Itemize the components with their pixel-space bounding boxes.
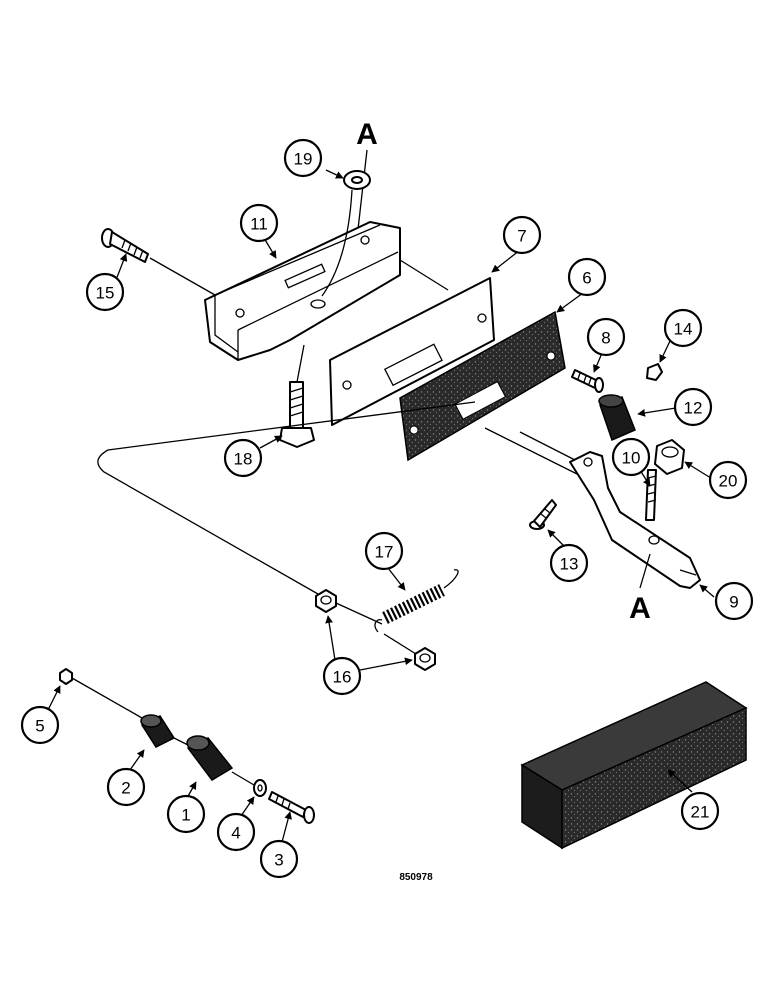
svg-text:15: 15 xyxy=(96,284,115,303)
assembly-line-1 xyxy=(484,427,586,479)
svg-text:17: 17 xyxy=(375,543,394,562)
plate-line-7 xyxy=(399,259,449,291)
part-3-bolt xyxy=(268,791,315,824)
part-21-bar xyxy=(520,681,748,850)
callout-8: 8 xyxy=(586,317,626,357)
callout-18: 18 xyxy=(223,438,263,478)
callout-5: 5 xyxy=(20,705,60,745)
roller-line-1 xyxy=(71,677,143,719)
part-16-nut-lower xyxy=(414,647,436,671)
bolt-15-line xyxy=(149,257,216,296)
part-12-spacer xyxy=(598,394,636,442)
callout-leaders xyxy=(47,169,715,843)
part-4-washer xyxy=(253,779,267,797)
svg-text:4: 4 xyxy=(231,824,240,843)
svg-text:5: 5 xyxy=(35,717,44,736)
callout-21: 21 xyxy=(680,791,720,831)
part-18-bolt xyxy=(279,381,315,448)
part-5-nut xyxy=(59,668,73,685)
assembly-line-3 xyxy=(97,401,476,599)
svg-text:20: 20 xyxy=(719,472,738,491)
svg-text:10: 10 xyxy=(622,449,641,468)
bolt-18-line xyxy=(296,344,305,383)
part-20-nut xyxy=(654,439,685,475)
part-11-bracket xyxy=(204,221,401,361)
callout-1: 1 xyxy=(166,794,206,834)
svg-text:1: 1 xyxy=(181,806,190,825)
part-8-screw xyxy=(571,369,604,393)
svg-text:16: 16 xyxy=(333,668,352,687)
spring-line-right xyxy=(383,633,417,655)
callout-2: 2 xyxy=(106,767,146,807)
callout-19: 19 xyxy=(283,138,323,178)
callout-13: 13 xyxy=(549,543,589,583)
section-mark-a-bottom: A xyxy=(629,592,651,625)
svg-text:9: 9 xyxy=(729,593,738,612)
callout-11: 11 xyxy=(239,203,279,243)
callout-3: 3 xyxy=(259,839,299,879)
svg-text:12: 12 xyxy=(684,399,703,418)
part-7-plate xyxy=(329,277,495,426)
callout-20: 20 xyxy=(708,460,748,500)
svg-text:21: 21 xyxy=(691,803,710,822)
assembly-line-2 xyxy=(519,431,576,461)
callout-14: 14 xyxy=(663,308,703,348)
part-9-bracket xyxy=(569,451,701,589)
roller-line-3 xyxy=(231,771,255,786)
callout-17: 17 xyxy=(364,531,404,571)
callout-15: 15 xyxy=(85,272,125,312)
callout-12: 12 xyxy=(673,387,713,427)
part-13-screw xyxy=(529,499,557,530)
part-14-nut xyxy=(646,363,663,381)
spring-line-left xyxy=(335,602,383,625)
svg-text:13: 13 xyxy=(560,555,579,574)
part-1-roller xyxy=(186,735,234,781)
callout-10: 10 xyxy=(611,437,651,477)
svg-text:18: 18 xyxy=(234,450,253,469)
part-19-washer xyxy=(343,170,371,190)
svg-text:6: 6 xyxy=(582,269,591,288)
wire-19 xyxy=(321,189,353,297)
svg-text:3: 3 xyxy=(274,851,283,870)
callout-9: 9 xyxy=(714,581,754,621)
part-10-stud xyxy=(645,469,657,521)
callout-6: 6 xyxy=(567,257,607,297)
svg-text:11: 11 xyxy=(250,215,268,234)
section-mark-a-top: A xyxy=(356,118,378,151)
svg-text:2: 2 xyxy=(121,779,130,798)
callout-16: 16 xyxy=(322,656,362,696)
svg-text:7: 7 xyxy=(517,227,526,246)
svg-text:19: 19 xyxy=(294,150,313,169)
section-a-line-bottom xyxy=(639,553,651,589)
reference-number: 850978 xyxy=(399,872,433,883)
svg-text:14: 14 xyxy=(674,320,693,339)
part-15-bolt xyxy=(101,228,149,263)
part-17-spring xyxy=(374,569,459,633)
svg-text:8: 8 xyxy=(601,329,610,348)
callout-4: 4 xyxy=(216,812,256,852)
callout-7: 7 xyxy=(502,215,542,255)
part-2-bushing xyxy=(140,714,176,748)
part-16-nut-upper xyxy=(315,589,337,613)
part-6-gasket xyxy=(399,310,566,462)
